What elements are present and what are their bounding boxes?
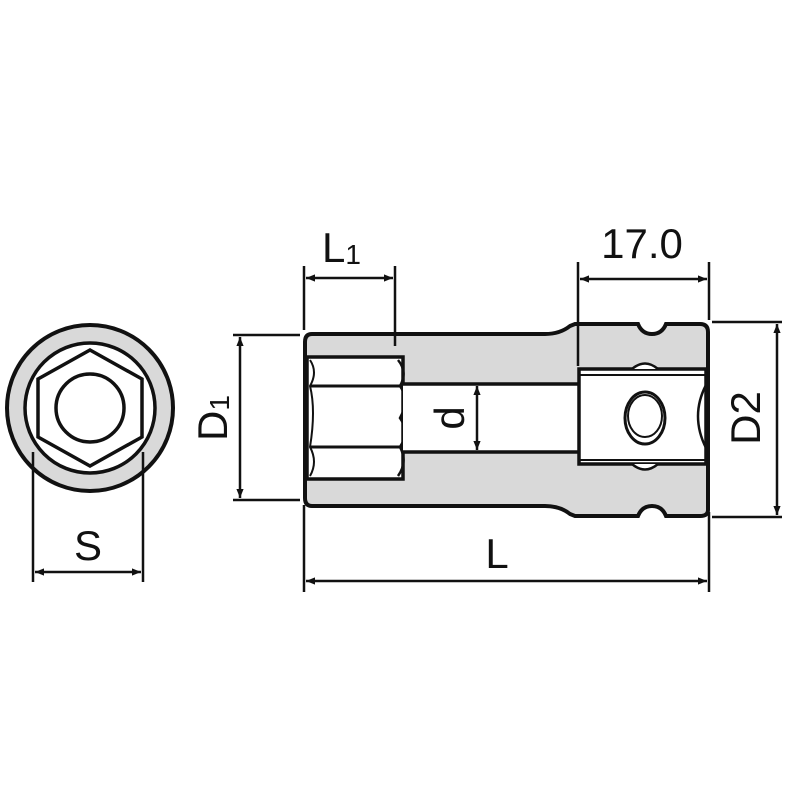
center-bore [54, 372, 126, 444]
s-label: S [74, 522, 102, 569]
l1-label: L1 [322, 224, 361, 271]
l-label: L [485, 530, 508, 577]
end-view: S [5, 323, 175, 582]
d-label: d [426, 406, 473, 429]
through-bore [403, 384, 579, 452]
d1-label: D1 [189, 395, 236, 441]
side-view: L1 17.0 D1 d D2 L [189, 220, 782, 592]
drive-length-label: 17.0 [601, 220, 683, 267]
hex-cavity [305, 355, 405, 481]
d2-label: D2 [722, 391, 769, 445]
pin-hole [623, 390, 667, 446]
